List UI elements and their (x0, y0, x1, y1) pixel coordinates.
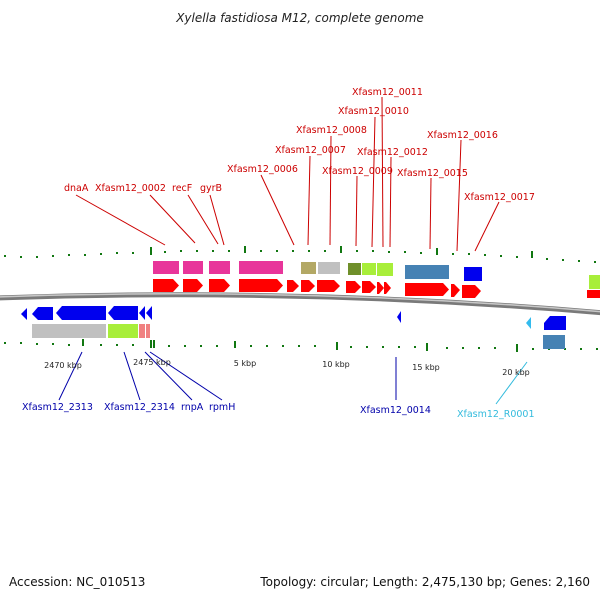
gene-label-xfasm12-0016[interactable]: Xfasm12_0016 (427, 130, 498, 141)
forward-cds-arrows (153, 279, 600, 298)
gene-label-xfasm12-0014[interactable]: Xfasm12_0014 (360, 405, 431, 416)
lower-gene-boxes (32, 324, 565, 349)
tick-label: 2470 kbp (44, 361, 82, 370)
tick-label: 15 kbp (412, 363, 440, 372)
reverse-cds-arrows (21, 306, 566, 330)
gene-label-xfasm12-0002[interactable]: Xfasm12_0002 (95, 183, 166, 194)
gene-label-xfasm12-2313[interactable]: Xfasm12_2313 (22, 402, 93, 413)
rna-label-xfasm12-r0001[interactable]: Xfasm12_R0001 (457, 409, 535, 420)
accession-text: Accession: NC_010513 (9, 575, 145, 589)
tick-label: 2475 kbp (133, 358, 171, 367)
genome-title: Xylella fastidiosa M12, complete genome (175, 11, 424, 25)
rna-leader-line (495, 361, 528, 405)
gene-label-xfasm12-0017[interactable]: Xfasm12_0017 (464, 192, 535, 203)
tick-label: 20 kbp (502, 368, 530, 377)
gene-label-xfasm12-2314[interactable]: Xfasm12_2314 (104, 402, 175, 413)
tick-label: 10 kbp (322, 360, 350, 369)
top-gene-labels: dnaA Xfasm12_0002 recF gyrB Xfasm12_0006… (64, 87, 535, 203)
gene-label-rpmH[interactable]: rpmH (209, 402, 235, 413)
genome-summary-text: Topology: circular; Length: 2,475,130 bp… (259, 575, 590, 589)
tick-labels: 2470 kbp 2475 kbp 5 kbp 10 kbp 15 kbp 20… (44, 358, 530, 377)
bottom-leader-lines (58, 351, 397, 401)
gene-label-xfasm12-0011[interactable]: Xfasm12_0011 (352, 87, 423, 98)
gene-label-xfasm12-0008[interactable]: Xfasm12_0008 (296, 125, 367, 136)
gene-label-xfasm12-0007[interactable]: Xfasm12_0007 (275, 145, 346, 156)
tick-label: 5 kbp (234, 359, 256, 368)
bottom-gene-labels: Xfasm12_2313 Xfasm12_2314 rnpA rpmH Xfas… (22, 402, 431, 416)
gene-label-xfasm12-0009[interactable]: Xfasm12_0009 (322, 166, 393, 177)
gene-label-xfasm12-0012[interactable]: Xfasm12_0012 (357, 147, 428, 158)
bottom-tick-row (4, 339, 598, 352)
gene-label-recF[interactable]: recF (172, 183, 192, 194)
rna-feature (526, 317, 531, 329)
gene-label-rnpA[interactable]: rnpA (181, 402, 204, 413)
genome-backbone (0, 292, 600, 316)
top-tick-row (4, 246, 596, 263)
top-leader-lines (75, 96, 500, 252)
gene-label-xfasm12-0006[interactable]: Xfasm12_0006 (227, 164, 298, 175)
gene-label-xfasm12-0015[interactable]: Xfasm12_0015 (397, 168, 468, 179)
gene-label-xfasm12-0010[interactable]: Xfasm12_0010 (338, 106, 409, 117)
upper-gene-boxes (153, 261, 600, 289)
gene-label-dnaA[interactable]: dnaA (64, 183, 89, 194)
genome-backbone-highlight (0, 292, 600, 313)
gene-label-gyrB[interactable]: gyrB (200, 183, 222, 194)
